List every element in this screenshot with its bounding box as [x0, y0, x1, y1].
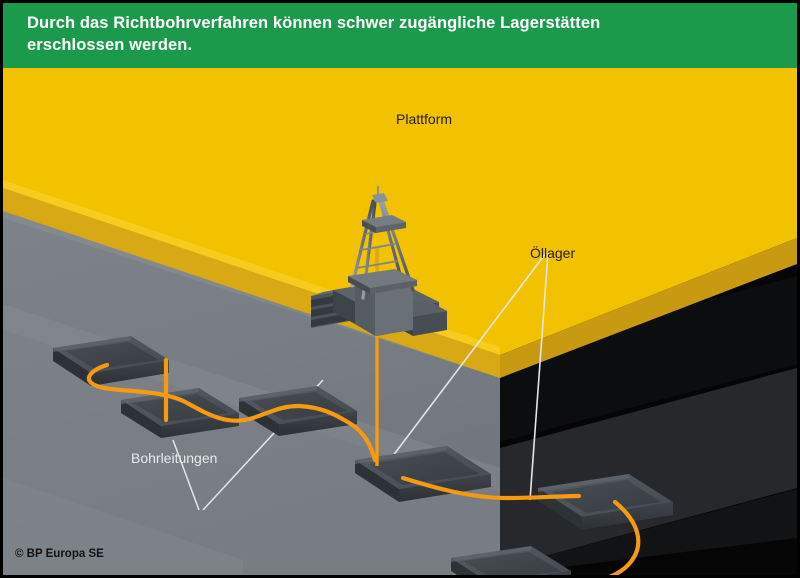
leader-line-oellager-right	[529, 252, 549, 501]
leader-line-oellager-center	[379, 252, 547, 474]
scene-illustration	[3, 68, 797, 575]
strata-band-right-3	[500, 489, 797, 575]
pipe-segment-4	[296, 403, 378, 463]
platform-tower-block-right	[375, 286, 413, 336]
reservoir-right-lower	[451, 546, 571, 575]
pipe-segment-3	[186, 401, 302, 423]
leader-line-bohrleitungen-1	[172, 439, 200, 511]
surface-plane-yellow	[3, 68, 797, 355]
derrick-lower-collar	[348, 269, 417, 294]
surface-edge-front-right	[500, 238, 797, 378]
pipe-segment-6	[608, 499, 641, 575]
header-banner: Durch das Richtbohrverfahren können schw…	[3, 3, 797, 68]
strata-band-right-1	[500, 276, 797, 442]
page-title: Durch das Richtbohrverfahren können schw…	[27, 14, 601, 54]
strata-band-left-4	[3, 478, 243, 575]
derrick-crown	[372, 193, 388, 203]
platform-structure	[311, 186, 447, 336]
pipe-segment-5	[400, 475, 582, 501]
derrick-upper-collar	[362, 215, 406, 233]
reservoir-upper-left	[53, 336, 169, 386]
reservoir-center	[355, 446, 491, 502]
pipelines-bohrleitungen	[86, 357, 641, 575]
scene-svg	[3, 68, 797, 575]
